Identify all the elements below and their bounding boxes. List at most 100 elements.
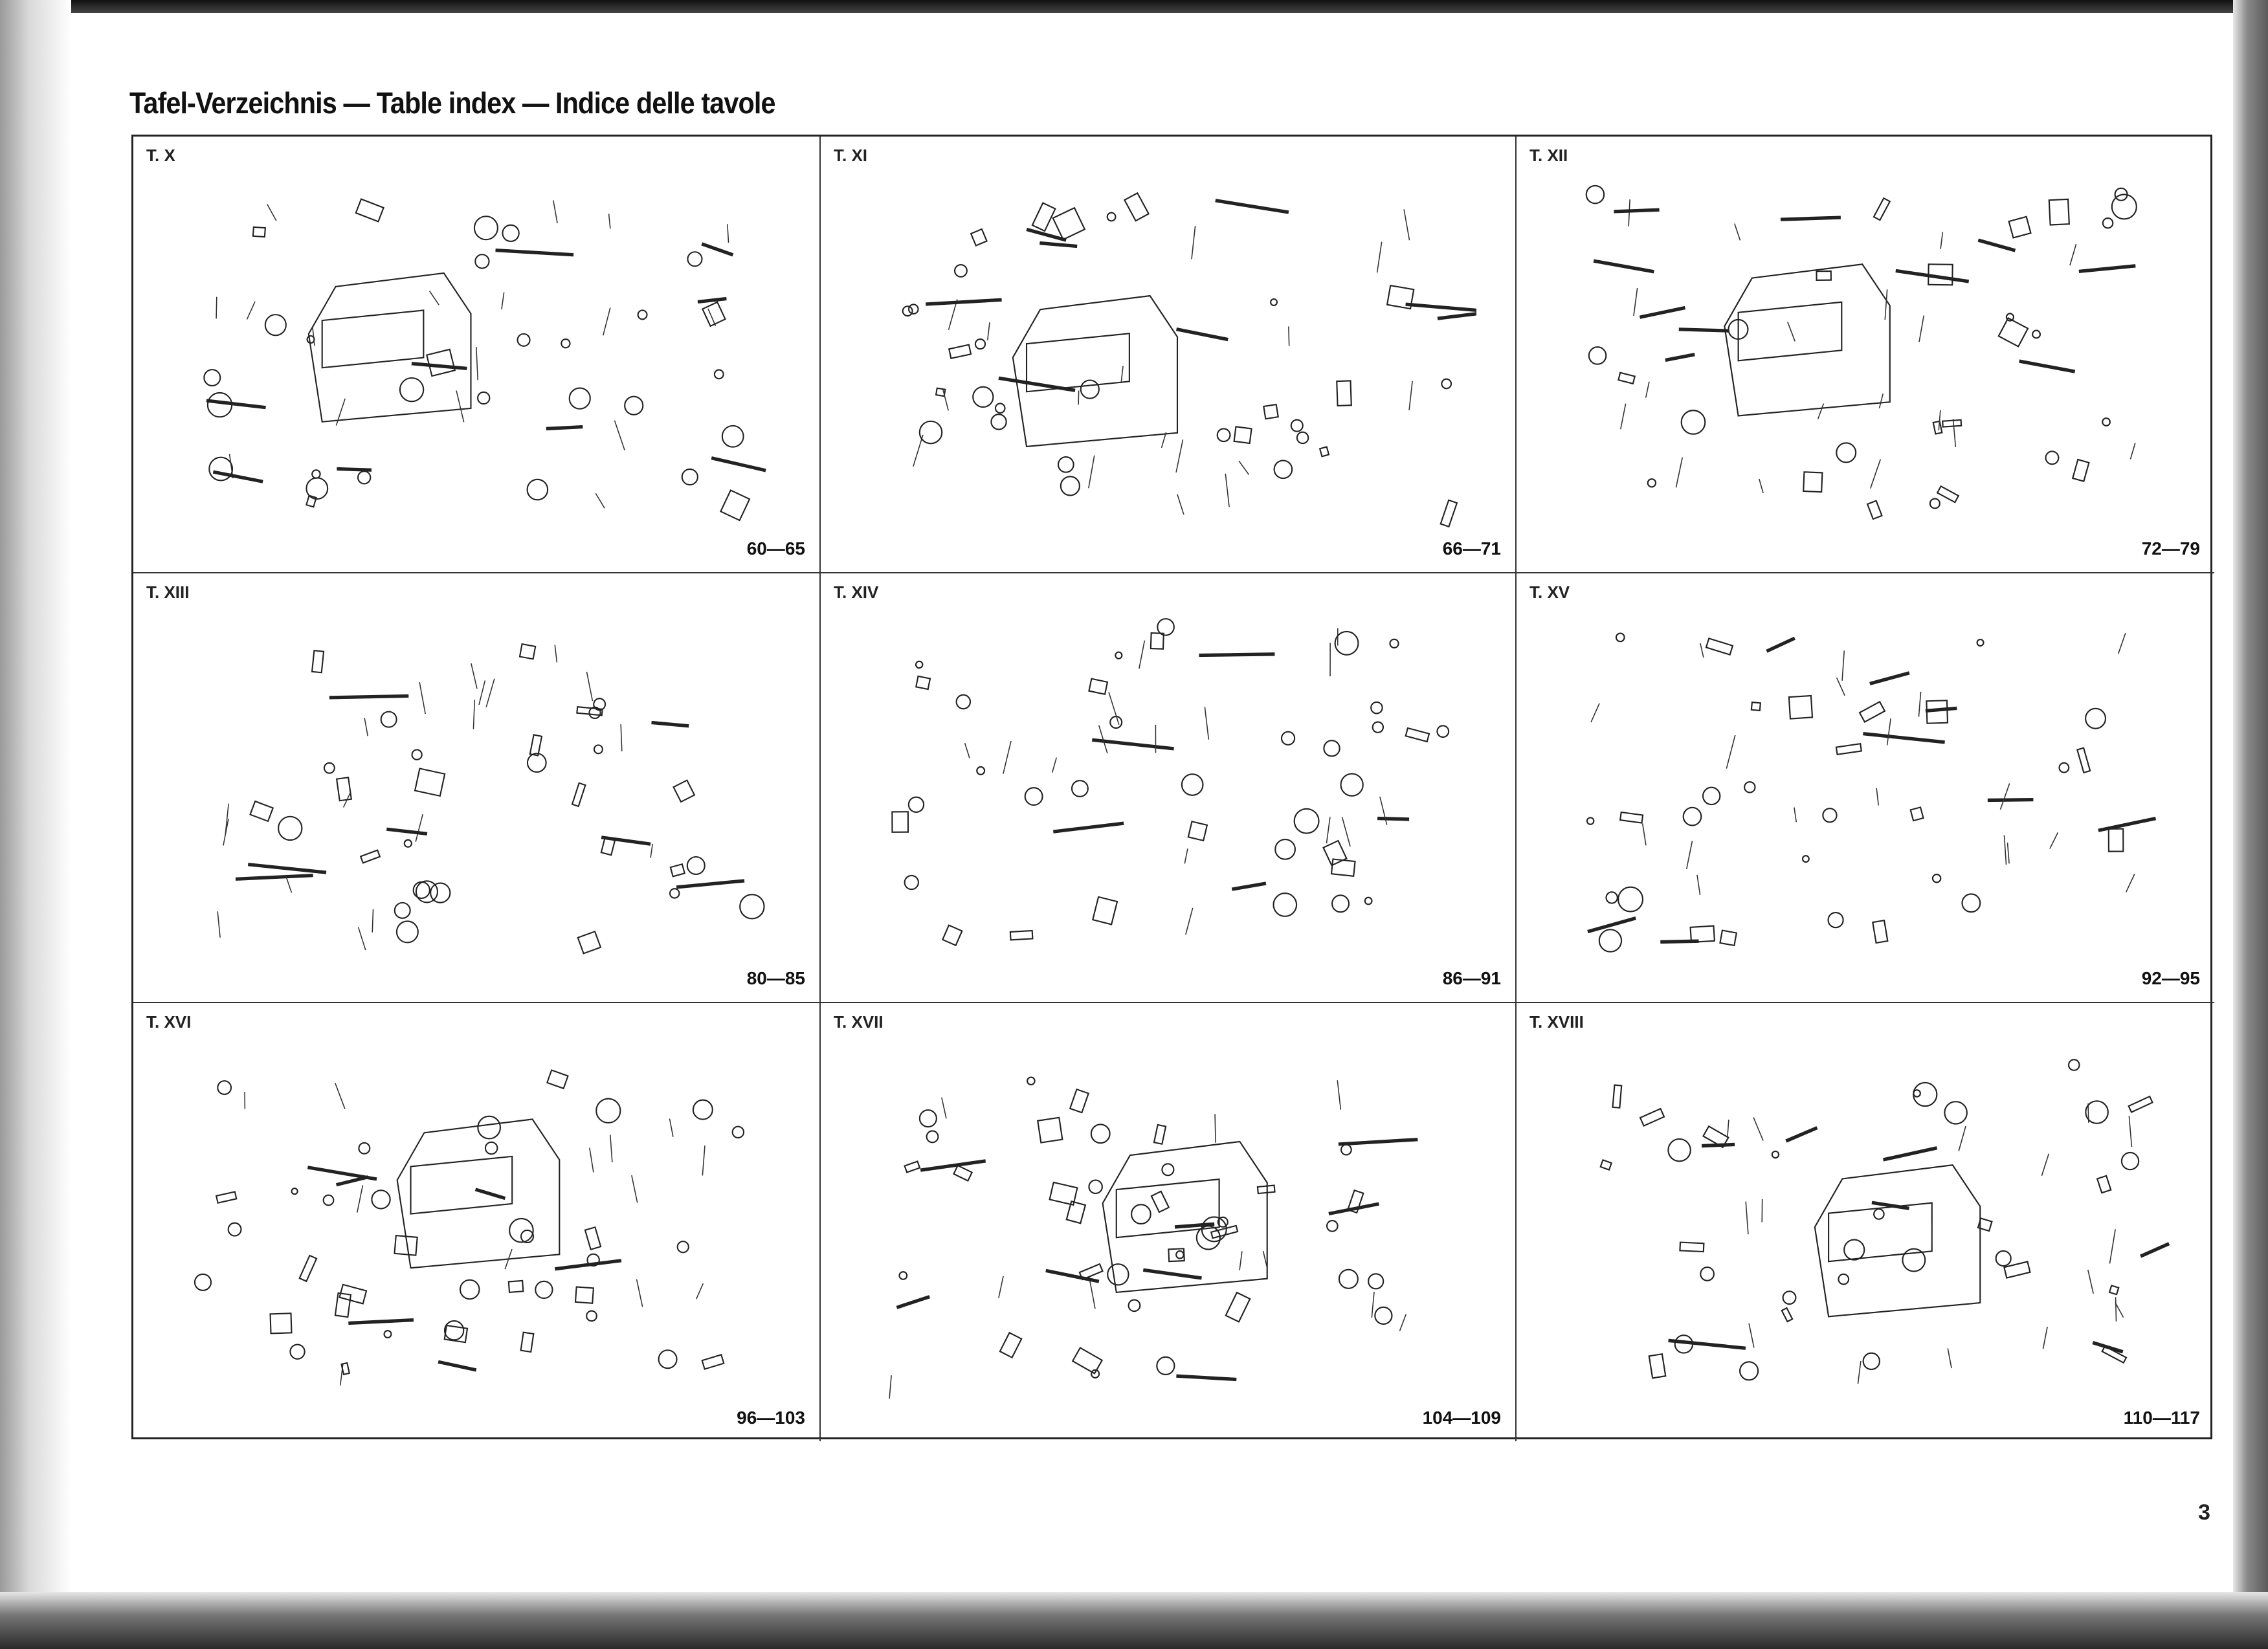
part-shape	[1071, 779, 1089, 797]
page-range: 110—117	[2123, 1408, 2200, 1428]
part-shape	[976, 766, 986, 775]
part-shape	[1340, 1144, 1352, 1156]
part-rod	[1231, 881, 1267, 891]
leader-line	[1139, 640, 1146, 669]
part-shape	[2045, 450, 2060, 465]
part-shape	[1161, 1163, 1175, 1177]
part-shape	[1326, 1220, 1339, 1232]
part-shape	[1858, 700, 1886, 724]
leader-line	[2042, 1326, 2048, 1349]
leader-line	[2115, 1302, 2124, 1318]
part-shape	[1263, 403, 1279, 420]
part-shape	[2085, 1100, 2109, 1124]
leader-line	[1619, 403, 1627, 430]
part-shape	[1088, 678, 1109, 696]
part-rod	[1665, 353, 1695, 362]
leader-line	[1399, 1314, 1407, 1331]
part-shape	[720, 489, 751, 522]
part-shape	[415, 880, 439, 903]
part-shape	[970, 228, 988, 247]
part-shape	[898, 1271, 908, 1280]
leader-line	[1726, 735, 1736, 769]
part-shape	[1389, 638, 1399, 648]
leader-line	[1745, 1201, 1749, 1235]
part-shape	[1027, 1076, 1036, 1086]
part-shape	[1322, 839, 1348, 867]
part-shape	[358, 1142, 371, 1155]
part-shape	[1977, 1217, 1993, 1232]
part-shape	[687, 251, 703, 267]
leader-line	[2128, 1116, 2133, 1147]
part-shape	[477, 1115, 502, 1140]
part-shape	[1181, 773, 1204, 796]
part-shape	[1639, 1107, 1665, 1127]
part-shape	[990, 414, 1007, 430]
table-label: T. XI	[834, 146, 868, 165]
part-rod	[1174, 1222, 1215, 1229]
page-range: 96—103	[737, 1408, 805, 1428]
part-shape	[383, 1329, 392, 1338]
part-shape	[502, 224, 520, 242]
part-shape	[1612, 1084, 1623, 1109]
leader-line	[2087, 1270, 2094, 1294]
leader-line	[608, 214, 611, 229]
leader-line	[342, 792, 351, 808]
part-rod	[495, 249, 574, 257]
part-shape	[692, 1099, 713, 1120]
part-shape	[380, 711, 397, 728]
leader-line	[1341, 817, 1351, 847]
part-rod	[555, 1259, 622, 1271]
part-rod	[1338, 1138, 1418, 1146]
part-shape	[1866, 500, 1883, 520]
leader-line	[372, 909, 374, 933]
part-rod	[212, 470, 263, 483]
part-shape	[593, 744, 603, 755]
exploded-parts-diagram	[891, 618, 1450, 947]
part-shape	[891, 811, 909, 833]
leader-line	[1700, 643, 1704, 658]
part-shape	[1340, 773, 1364, 797]
part-shape	[1705, 637, 1734, 656]
part-rod	[1895, 269, 1970, 283]
leader-line	[1628, 199, 1630, 227]
leader-line	[478, 680, 486, 705]
part-shape	[1647, 478, 1657, 488]
part-shape	[1210, 1224, 1239, 1239]
part-shape	[215, 1191, 238, 1204]
part-rod	[1142, 1268, 1202, 1280]
leader-line	[267, 204, 277, 221]
part-shape	[669, 888, 680, 899]
part-shape	[1318, 446, 1330, 458]
part-shape	[334, 1292, 352, 1318]
leader-line	[1371, 1291, 1375, 1318]
part-shape	[2108, 1285, 2120, 1296]
part-shape	[1150, 632, 1164, 650]
part-shape	[2048, 198, 2070, 226]
leader-line	[1918, 315, 1925, 342]
part-rod	[206, 399, 266, 410]
part-shape	[411, 749, 423, 760]
leader-line	[415, 813, 423, 842]
part-shape	[1816, 270, 1832, 281]
part-shape	[1175, 1250, 1184, 1259]
part-shape	[217, 1080, 232, 1095]
part-shape	[474, 254, 490, 269]
part-shape	[1843, 1239, 1865, 1261]
part-rod	[697, 296, 727, 304]
part-shape	[1009, 929, 1034, 941]
part-shape	[1323, 740, 1340, 757]
part-shape	[2076, 747, 2091, 774]
part-shape	[425, 348, 456, 377]
exploded-parts-diagram	[217, 643, 765, 955]
leader-line	[428, 291, 439, 305]
part-shape	[520, 1229, 535, 1244]
